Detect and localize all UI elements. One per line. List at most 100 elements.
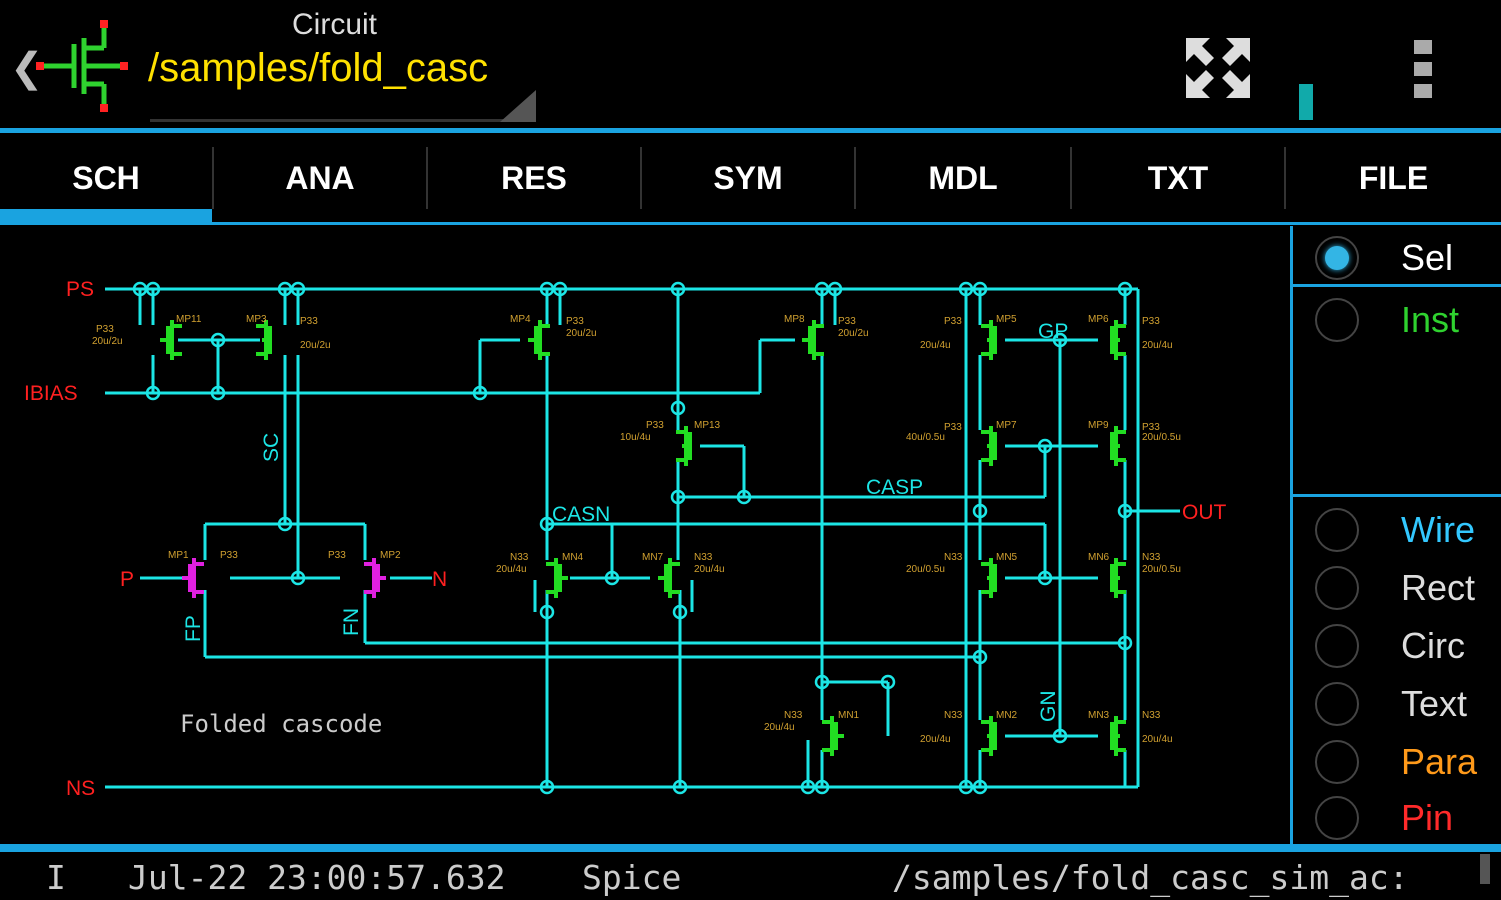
status-source: Spice bbox=[582, 858, 682, 897]
svg-text:MP5: MP5 bbox=[996, 314, 1017, 325]
mode-sel[interactable]: Sel bbox=[1293, 230, 1501, 286]
tab-separator bbox=[212, 147, 214, 209]
tool-panel: Sel Inst Wire Rect Circ Text Para Pin bbox=[1290, 226, 1501, 844]
mos-transistors bbox=[160, 320, 1126, 756]
pin-ibias[interactable]: IBIAS bbox=[24, 382, 78, 405]
tab-separator bbox=[1070, 147, 1072, 209]
wire-junctions bbox=[132, 281, 1133, 795]
svg-text:20u/2u: 20u/2u bbox=[566, 328, 597, 339]
draw-wire[interactable]: Wire bbox=[1293, 502, 1501, 558]
draw-para[interactable]: Para bbox=[1293, 734, 1501, 790]
tab-separator bbox=[640, 147, 642, 209]
fullscreen-icon[interactable] bbox=[1184, 36, 1252, 100]
svg-text:MP1: MP1 bbox=[168, 550, 189, 561]
svg-text:MN5: MN5 bbox=[996, 552, 1018, 563]
draw-label: Pin bbox=[1401, 797, 1454, 838]
svg-text:10u/4u: 10u/4u bbox=[620, 432, 651, 443]
tab-mdl[interactable]: MDL bbox=[928, 159, 998, 196]
panel-divider bbox=[1293, 284, 1501, 287]
radio-icon[interactable] bbox=[1315, 740, 1359, 784]
svg-text:P33: P33 bbox=[944, 316, 962, 327]
radio-icon[interactable] bbox=[1315, 508, 1359, 552]
circuit-path-title[interactable]: /samples/fold_casc bbox=[148, 46, 489, 90]
net-labels: SC CASN CASP GP GN FP FN bbox=[182, 320, 1068, 722]
svg-text:N33: N33 bbox=[944, 710, 963, 721]
tab-ana[interactable]: ANA bbox=[285, 159, 355, 196]
svg-text:MN1: MN1 bbox=[838, 710, 860, 721]
draw-label: Rect bbox=[1401, 567, 1476, 608]
tab-bar: SCH ANA RES SYM MDL TXT FILE bbox=[0, 133, 1501, 225]
tab-separator bbox=[854, 147, 856, 209]
dropdown-corner-icon[interactable] bbox=[500, 90, 536, 122]
svg-text:P33: P33 bbox=[1142, 316, 1160, 327]
radio-icon[interactable] bbox=[1315, 624, 1359, 668]
schematic-comment[interactable]: Folded cascode bbox=[180, 710, 382, 738]
draw-pin[interactable]: Pin bbox=[1293, 790, 1501, 846]
pin-ps[interactable]: PS bbox=[66, 278, 94, 301]
radio-selected-icon[interactable] bbox=[1315, 236, 1359, 280]
screen-subtitle: Circuit bbox=[292, 8, 378, 41]
svg-text:P33: P33 bbox=[300, 316, 318, 327]
svg-text:MP8: MP8 bbox=[784, 314, 805, 325]
svg-text:20u/4u: 20u/4u bbox=[764, 722, 795, 733]
pin-out[interactable]: OUT bbox=[1182, 501, 1227, 524]
svg-text:MP11: MP11 bbox=[176, 314, 202, 325]
tab-sch[interactable]: SCH bbox=[72, 159, 140, 196]
radio-icon[interactable] bbox=[1315, 566, 1359, 610]
tab-res[interactable]: RES bbox=[501, 159, 567, 196]
svg-text:N33: N33 bbox=[944, 552, 963, 563]
pin-p[interactable]: P bbox=[120, 568, 134, 591]
tab-separator bbox=[1284, 147, 1286, 209]
svg-text:P33: P33 bbox=[646, 420, 664, 431]
net-gn: GN bbox=[1037, 691, 1060, 723]
svg-text:P33: P33 bbox=[328, 550, 346, 561]
svg-text:MN6: MN6 bbox=[1088, 552, 1110, 563]
active-tab-indicator bbox=[0, 209, 212, 223]
svg-text:20u/4u: 20u/4u bbox=[920, 340, 951, 351]
svg-text:MP9: MP9 bbox=[1088, 420, 1109, 431]
status-level: I bbox=[46, 858, 66, 897]
svg-text:40u/0.5u: 40u/0.5u bbox=[906, 432, 945, 443]
tab-file[interactable]: FILE bbox=[1358, 159, 1429, 196]
header-divider bbox=[0, 128, 1501, 133]
draw-label: Wire bbox=[1401, 509, 1475, 550]
svg-text:MN7: MN7 bbox=[642, 552, 664, 563]
radio-icon[interactable] bbox=[1315, 796, 1359, 840]
pin-ns[interactable]: NS bbox=[66, 777, 95, 800]
status-scrollbar[interactable] bbox=[1480, 854, 1490, 884]
mode-inst[interactable]: Inst bbox=[1293, 292, 1501, 348]
net-gp: GP bbox=[1038, 320, 1068, 343]
pins: PS IBIAS NS P N OUT bbox=[24, 278, 1227, 800]
net-casp: CASP bbox=[866, 476, 923, 499]
svg-text:20u/4u: 20u/4u bbox=[920, 734, 951, 745]
pin-n[interactable]: N bbox=[432, 568, 447, 591]
transistor-logo-icon[interactable] bbox=[34, 18, 130, 114]
svg-text:P33: P33 bbox=[838, 316, 856, 327]
svg-text:MP4: MP4 bbox=[510, 314, 531, 325]
svg-text:20u/2u: 20u/2u bbox=[838, 328, 869, 339]
draw-text[interactable]: Text bbox=[1293, 676, 1501, 732]
overflow-menu-icon[interactable] bbox=[1412, 38, 1434, 100]
svg-text:MN2: MN2 bbox=[996, 710, 1018, 721]
net-fn: FN bbox=[340, 608, 363, 636]
status-bar[interactable]: I Jul-22 23:00:57.632 Spice /samples/fol… bbox=[0, 852, 1501, 900]
svg-text:N33: N33 bbox=[1142, 710, 1161, 721]
radio-icon[interactable] bbox=[1315, 298, 1359, 342]
app-header: ❮ Circuit /samples/fold_casc bbox=[0, 0, 1501, 130]
svg-text:MN4: MN4 bbox=[562, 552, 584, 563]
draw-label: Para bbox=[1401, 741, 1478, 782]
tab-separator bbox=[426, 147, 428, 209]
svg-text:MP2: MP2 bbox=[380, 550, 401, 561]
activity-indicator bbox=[1299, 84, 1313, 120]
tab-txt[interactable]: TXT bbox=[1147, 159, 1209, 196]
tab-sym[interactable]: SYM bbox=[713, 159, 783, 196]
svg-text:20u/2u: 20u/2u bbox=[300, 340, 331, 351]
svg-text:MP3: MP3 bbox=[246, 314, 267, 325]
panel-divider bbox=[1293, 494, 1501, 497]
radio-icon[interactable] bbox=[1315, 682, 1359, 726]
mode-label: Inst bbox=[1401, 299, 1460, 340]
draw-rect[interactable]: Rect bbox=[1293, 560, 1501, 616]
draw-circ[interactable]: Circ bbox=[1293, 618, 1501, 674]
